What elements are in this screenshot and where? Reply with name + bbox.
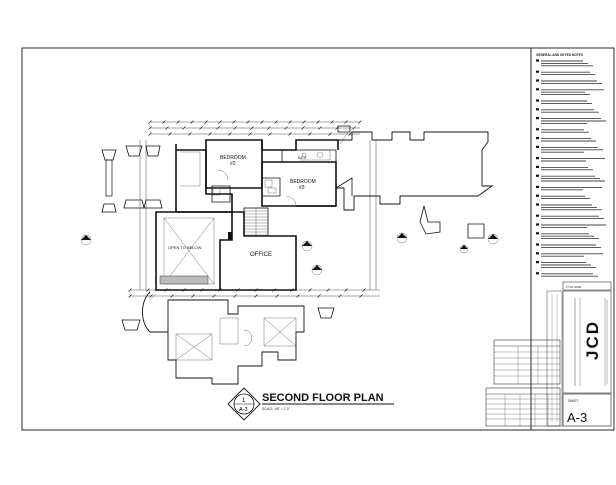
general-notes-list: [536, 59, 606, 277]
stair: [243, 207, 269, 237]
note-item: [536, 243, 601, 248]
note-item: [536, 261, 596, 268]
title-block: GENERAL AND KEYED NOTES TITLE NAME JCD S…: [536, 53, 612, 427]
detail-sheet-ref: A-3: [239, 407, 248, 413]
note-item: [536, 117, 606, 124]
bedroom-2-label: BEDROOM: [220, 155, 246, 161]
sheet-number-box: [562, 393, 612, 427]
note-item: [536, 70, 595, 76]
note-item: [536, 272, 598, 277]
dimension-lines-right: [369, 140, 377, 290]
firm-box: [562, 290, 612, 394]
note-item: [536, 137, 596, 142]
bedroom-3-label: BEDROOM: [290, 179, 316, 185]
bedroom-3-number: #3: [299, 185, 305, 191]
note-item: [536, 252, 603, 257]
note-item: [536, 145, 603, 153]
column-markers: [80, 232, 499, 276]
porch-piers-left: [101, 145, 335, 331]
note-item: [536, 232, 599, 240]
note-item: [536, 214, 604, 220]
title-name-label: TITLE NAME: [566, 285, 582, 289]
drawing-title-block: 1 A-3 SECOND FLOOR PLAN SCALE: 1/8" = 1'…: [227, 387, 394, 421]
note-item: [536, 185, 602, 191]
sheet-label: SHEET: [568, 399, 579, 403]
detail-number: 1: [242, 398, 246, 404]
office-label: OFFICE: [250, 252, 272, 258]
floor-plan: BEDROOM #2 BEDROOM #3 BATH OPEN TO BELOW…: [80, 120, 499, 385]
roof-outline-lower: [142, 291, 305, 385]
note-item: [536, 108, 599, 113]
schedule-table-upper: [493, 339, 561, 385]
schedule-tables: [485, 339, 561, 427]
upper-rooms: BEDROOM #2 BEDROOM #3 BATH: [175, 139, 339, 213]
firm-initials: JCD: [583, 320, 602, 360]
note-item: [536, 99, 592, 104]
section-marker: [227, 387, 261, 421]
note-item: [536, 79, 602, 84]
drawing-scale: SCALE: 1/8" = 1'-0": [262, 407, 290, 411]
note-item: [536, 174, 605, 182]
roof-outline-right: [335, 125, 494, 239]
bath-label: BATH: [298, 156, 307, 160]
note-item: [536, 194, 590, 200]
note-item: [536, 128, 589, 133]
sheet-border: [21, 47, 615, 431]
firm-logo: JCD: [583, 320, 602, 360]
sheet-number: A-3: [567, 410, 587, 425]
main-block: OPEN TO BELOW OFFICE: [155, 205, 336, 291]
title-name-box: [562, 281, 612, 291]
schedule-table-lower: [485, 387, 561, 427]
note-item: [536, 203, 602, 211]
note-item: [536, 157, 605, 162]
drawing-title: SECOND FLOOR PLAN: [262, 392, 384, 404]
dimension-lines-top: [148, 120, 362, 136]
note-item: [536, 59, 593, 67]
note-item: [536, 88, 604, 96]
open-to-below-label: OPEN TO BELOW: [168, 245, 202, 250]
notes-heading: GENERAL AND KEYED NOTES: [536, 53, 583, 57]
note-item: [536, 165, 593, 171]
dimension-lines-left: [139, 140, 147, 290]
note-item: [536, 223, 606, 228]
bedroom-2-number: #2: [230, 161, 236, 167]
